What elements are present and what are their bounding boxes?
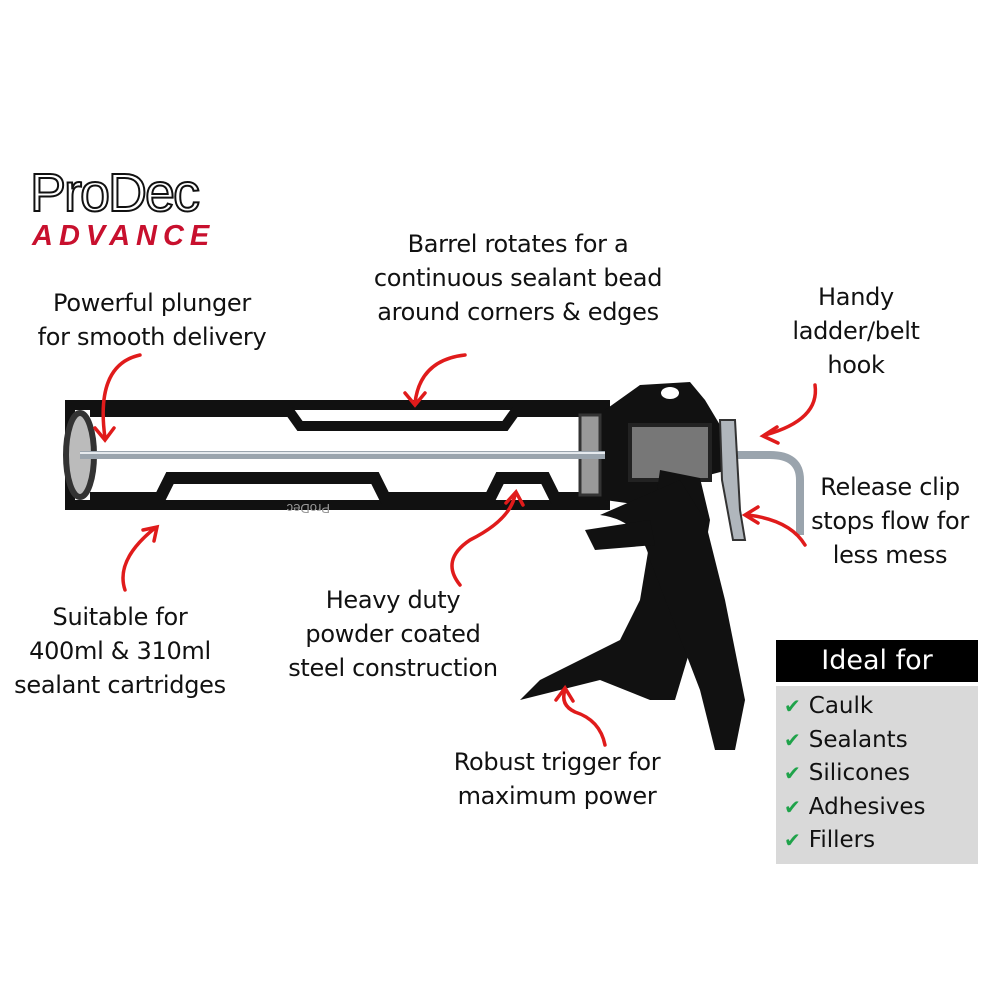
callout-line: steel construction bbox=[288, 654, 498, 682]
callout-line: Handy bbox=[818, 283, 894, 311]
callout-cartridges: Suitable for 400ml & 310ml sealant cartr… bbox=[14, 600, 226, 702]
callout-line: for smooth delivery bbox=[37, 323, 267, 351]
check-icon: ✔ bbox=[784, 828, 801, 852]
callout-line: Release clip bbox=[820, 473, 960, 501]
callout-line: Heavy duty bbox=[325, 586, 461, 614]
callout-line: continuous sealant bead bbox=[373, 264, 663, 292]
item-label: Caulk bbox=[808, 693, 874, 719]
list-item: ✔ Adhesives bbox=[784, 791, 978, 825]
list-item: ✔ Fillers bbox=[784, 824, 978, 858]
list-item: ✔ Sealants bbox=[784, 724, 978, 758]
barrel: ProDec bbox=[63, 400, 610, 516]
ideal-for-title: Ideal for bbox=[776, 640, 978, 682]
callout-line: ladder/belt bbox=[792, 317, 920, 345]
check-icon: ✔ bbox=[784, 794, 801, 819]
ideal-for-list: ✔ Caulk ✔ Sealants ✔ Silicones ✔ Adhesives ✔… bbox=[776, 686, 978, 864]
barrel-print: ProDec bbox=[286, 501, 330, 516]
check-icon: ✔ bbox=[784, 761, 801, 785]
callout-trigger: Robust trigger for maximum power bbox=[454, 745, 661, 813]
callout-line: less mess bbox=[832, 541, 948, 569]
callout-line: powder coated bbox=[305, 620, 481, 648]
callout-steel: Heavy duty powder coated steel construct… bbox=[288, 583, 498, 685]
item-label: Fillers bbox=[808, 827, 876, 853]
release-clip bbox=[718, 419, 747, 541]
callout-line: sealant cartridges bbox=[14, 671, 226, 699]
callout-line: Robust trigger for bbox=[453, 748, 661, 776]
callout-barrel: Barrel rotates for a continuous sealant … bbox=[373, 227, 663, 329]
callout-hook: Handy ladder/belt hook bbox=[792, 280, 920, 382]
logo-brand: ProDec bbox=[29, 163, 201, 223]
callout-line: maximum power bbox=[457, 782, 657, 810]
callout-line: Powerful plunger bbox=[53, 289, 251, 317]
list-item: ✔ Silicones bbox=[784, 757, 978, 791]
callout-line: Suitable for bbox=[52, 603, 188, 631]
brand-logo: ProDec ADVANCE bbox=[29, 163, 216, 252]
item-label: Adhesives bbox=[808, 793, 926, 820]
callout-line: hook bbox=[827, 351, 885, 379]
hook-rod bbox=[730, 451, 804, 535]
list-item: ✔ Caulk bbox=[784, 690, 978, 724]
callout-arrows bbox=[93, 353, 818, 747]
callout-release-clip: Release clip stops flow for less mess bbox=[811, 470, 969, 572]
ideal-for-box: Ideal for ✔ Caulk ✔ Sealants ✔ Silicones ✔ A… bbox=[776, 640, 978, 864]
item-label: Silicones bbox=[808, 760, 910, 786]
logo-line: ADVANCE bbox=[32, 220, 216, 252]
check-icon: ✔ bbox=[784, 727, 801, 752]
callout-line: Barrel rotates for a bbox=[407, 230, 629, 258]
callout-line: around corners & edges bbox=[377, 298, 659, 326]
callout-line: stops flow for bbox=[811, 507, 969, 535]
item-label: Sealants bbox=[808, 726, 908, 753]
handle bbox=[600, 480, 745, 750]
callout-line: 400ml & 310ml bbox=[29, 637, 211, 665]
callout-plunger: Powerful plunger for smooth delivery bbox=[38, 286, 267, 354]
check-icon: ✔ bbox=[784, 694, 801, 718]
